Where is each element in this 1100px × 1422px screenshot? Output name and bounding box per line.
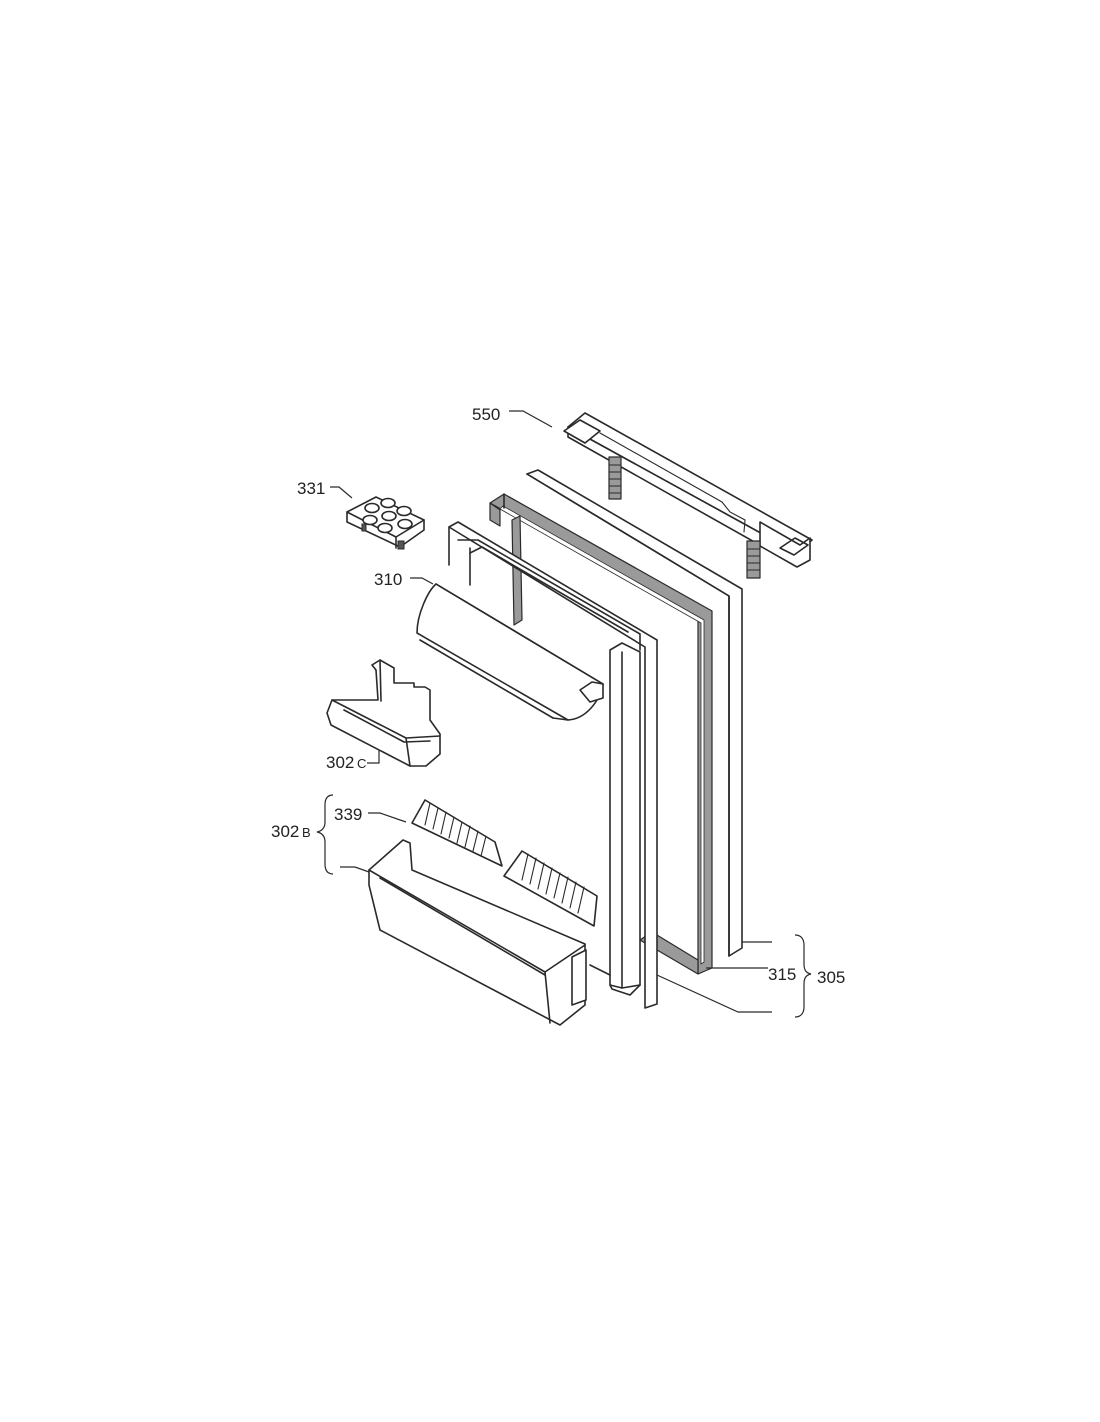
label-305-text: 305 <box>817 968 845 987</box>
part-door-liner <box>448 521 658 1009</box>
label-339-text: 339 <box>334 805 362 824</box>
label-315-text: 315 <box>768 965 796 984</box>
label-339: 339 <box>334 805 407 824</box>
label-310-text: 310 <box>374 570 402 589</box>
label-550: 550 <box>472 405 553 428</box>
label-302b-text: 302 <box>271 822 299 841</box>
part-550-hinge-bar <box>563 412 813 579</box>
label-331-text: 331 <box>297 479 325 498</box>
part-339-bottle-retainers <box>411 799 598 927</box>
label-310: 310 <box>374 570 434 589</box>
brace-302b <box>316 794 334 875</box>
brace-305 <box>794 934 812 1018</box>
label-302b: 302 B <box>271 794 370 875</box>
label-302b-suffix: B <box>302 825 311 840</box>
part-302b-bottle-shelf <box>368 839 587 1026</box>
part-331-egg-tray <box>346 496 425 550</box>
label-550-text: 550 <box>472 405 500 424</box>
part-302c-small-shelf <box>326 659 441 767</box>
part-305-door-panel <box>526 469 743 957</box>
part-310-dairy-flap <box>416 583 604 721</box>
label-315-305: 315 305 <box>656 934 845 1018</box>
label-331: 331 <box>297 479 353 499</box>
label-302c-text: 302 <box>326 753 354 772</box>
label-302c: 302 C <box>326 750 380 772</box>
label-302c-suffix: C <box>357 756 366 771</box>
